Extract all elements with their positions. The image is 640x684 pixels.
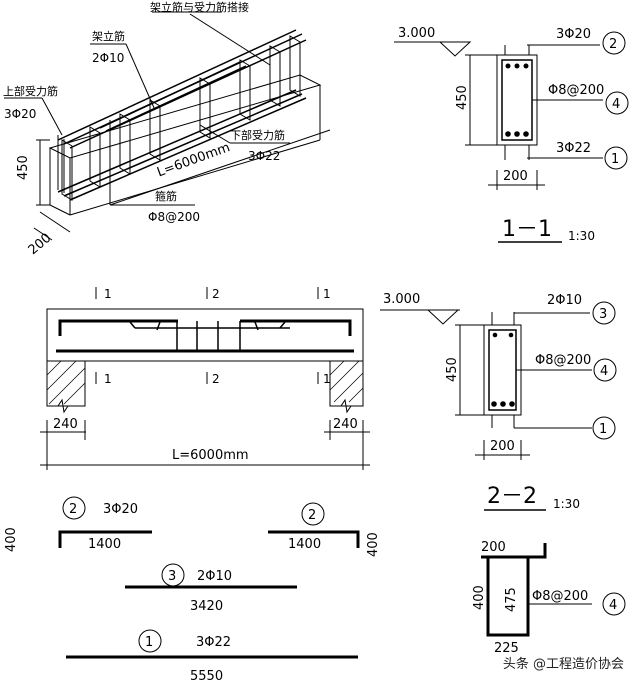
stirrup-inner-dim: 475 — [504, 587, 519, 612]
stirrup-left-dim: 400 — [472, 585, 487, 610]
section-1-1: 3.000 450 200 3Φ20 2 Φ8@200 4 3Φ22 1 1－ — [394, 26, 629, 243]
support-right-width: 240 — [333, 417, 358, 432]
stirrup-bottom-dim: 225 — [494, 641, 519, 656]
s1-bottom-mark: 1 — [611, 152, 619, 167]
s2-top-spec: 2Φ10 — [547, 293, 582, 308]
iso-top-spec: 3Φ20 — [4, 107, 36, 121]
s2-title: 2－2 — [487, 484, 537, 509]
s1-width: 200 — [503, 169, 528, 184]
bar1-mark: 1 — [145, 635, 153, 650]
iso-top-bar-label: 上部受力筋 — [3, 84, 58, 98]
cut1-top: 1 — [104, 287, 112, 301]
iso-stirrup-label: 箍筋 — [155, 189, 177, 203]
bar2-left-hook: 400 — [4, 527, 19, 552]
beam-elevation: 1 2 1 1 2 1 240 240 L=6000mm — [40, 287, 370, 470]
s1-title: 1－1 — [502, 217, 552, 242]
s1-bottom-spec: 3Φ22 — [556, 141, 591, 156]
iso-erection-spec: 2Φ10 — [92, 51, 124, 65]
s1-height: 450 — [455, 85, 470, 110]
cut1-bot: 1 — [104, 372, 112, 386]
support-left-width: 240 — [53, 417, 78, 432]
cut2-bot: 2 — [212, 372, 220, 386]
bar3-mark: 3 — [168, 569, 176, 584]
iso-bottom-spec: 3Φ22 — [248, 149, 280, 163]
stirrup-mark: 4 — [609, 598, 617, 613]
s2-stirrup-mark: 4 — [600, 364, 608, 379]
stirrup-top-dim: 200 — [481, 540, 506, 555]
bar2-left-spec: 3Φ20 — [103, 502, 138, 517]
section-2-2: 3.000 450 200 2Φ10 3 Φ8@200 4 1 2－2 1:30 — [380, 292, 617, 511]
bar2-left-mark: 2 — [69, 502, 77, 517]
bar1-length: 5550 — [190, 669, 223, 684]
bar2-right-hook: 400 — [366, 532, 381, 557]
isometric-rebar-cage: 450 200 L=6000mm 架立筋与受力筋搭接 架立筋 2Φ10 上部受力… — [3, 0, 331, 258]
bar1-spec: 3Φ22 — [196, 635, 231, 650]
s2-top-mark: 3 — [599, 307, 607, 322]
iso-bottom-bar-label: 下部受力筋 — [230, 128, 285, 142]
s2-bottom-mark: 1 — [599, 422, 607, 437]
s2-scale: 1:30 — [553, 497, 580, 511]
iso-height-label: 450 — [16, 155, 31, 180]
bar2-right-length: 1400 — [288, 537, 321, 552]
cut3-bot: 1 — [323, 372, 331, 386]
cut2-top: 2 — [212, 287, 220, 301]
watermark: 头条 @工程造价协会 — [500, 653, 626, 672]
s1-stirrup-spec: Φ8@200 — [548, 83, 604, 98]
bar2-right-mark: 2 — [308, 508, 316, 523]
s2-width: 200 — [490, 439, 515, 454]
s1-elevation: 3.000 — [398, 26, 435, 41]
s1-stirrup-mark: 4 — [612, 97, 620, 112]
s1-scale: 1:30 — [568, 229, 595, 243]
iso-width-label: 200 — [26, 231, 55, 258]
iso-stirrup-spec: Φ8@200 — [148, 210, 200, 224]
iso-erection-label: 架立筋 — [92, 29, 125, 43]
s2-elevation: 3.000 — [383, 292, 420, 307]
s1-top-mark: 2 — [609, 37, 617, 52]
stirrup-spec: Φ8@200 — [532, 589, 588, 604]
s2-height: 450 — [445, 357, 460, 382]
span-length: L=6000mm — [172, 448, 249, 463]
cut3-top: 1 — [323, 287, 331, 301]
s2-stirrup-spec: Φ8@200 — [535, 353, 591, 368]
bar2-left-length: 1400 — [88, 537, 121, 552]
bar3-spec: 2Φ10 — [197, 569, 232, 584]
bar-schedule: 2 3Φ20 1400 400 2 1400 400 3 2Φ10 3420 1… — [4, 496, 626, 684]
s1-top-spec: 3Φ20 — [556, 27, 591, 42]
bar3-length: 3420 — [190, 599, 223, 614]
iso-erection-lap-label: 架立筋与受力筋搭接 — [150, 0, 249, 14]
